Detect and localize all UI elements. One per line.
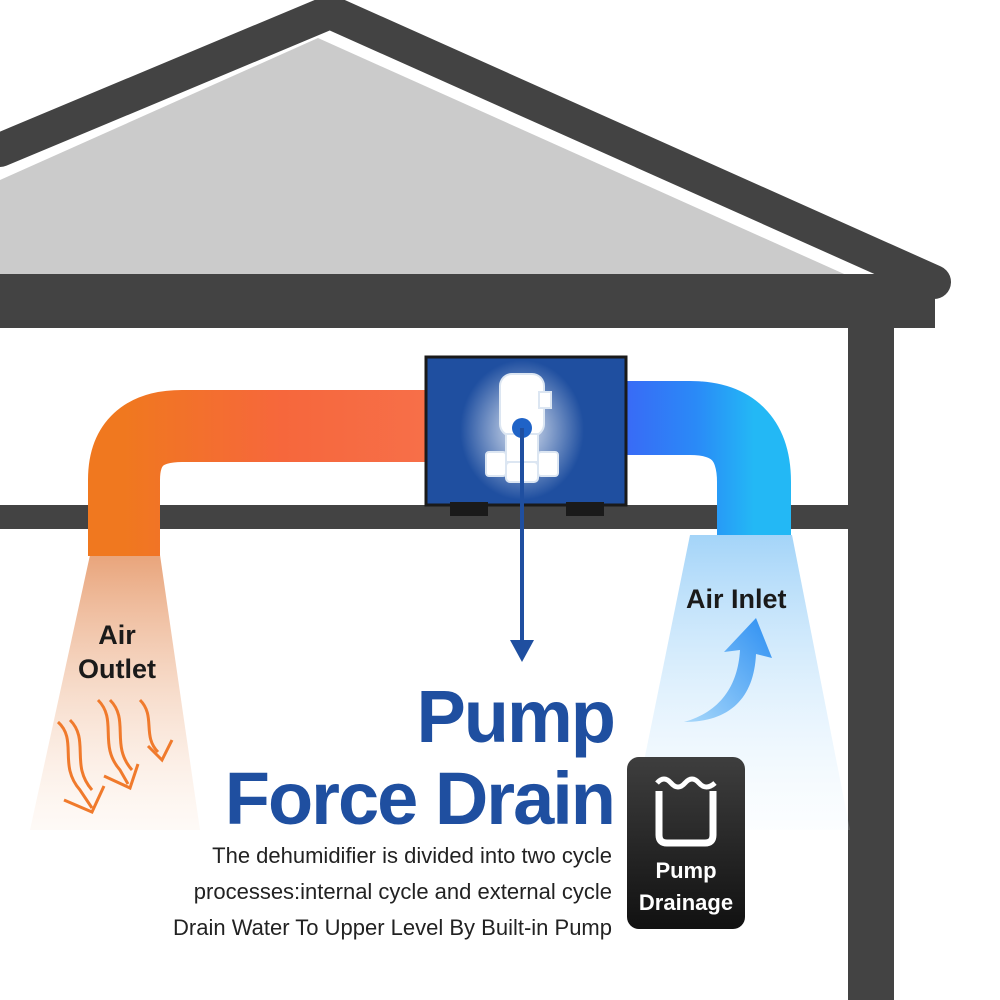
arrow-down-icon	[510, 428, 534, 662]
curved-arrow-up-icon	[684, 618, 772, 722]
headline-line1: Pump	[416, 675, 616, 758]
description-line1: The dehumidifier is divided into two cyc…	[212, 843, 612, 868]
badge-label-line1: Pump	[655, 858, 717, 883]
description-line2: processes:internal cycle and external cy…	[193, 879, 612, 904]
roof-attic-fill	[0, 38, 862, 282]
badge-label: Pump Drainage	[627, 855, 745, 919]
warm-duct	[88, 390, 440, 556]
description-line3: Drain Water To Upper Level By Built-in P…	[173, 915, 612, 940]
wavy-arrows-icon	[56, 698, 174, 814]
air-outlet-label-line2: Outlet	[78, 654, 156, 684]
headline-line2: Force Drain	[224, 757, 616, 840]
pump-drainage-badge: Pump Drainage	[627, 757, 745, 929]
roof-line	[0, 0, 951, 299]
unit-foot-left	[450, 502, 488, 516]
badge-label-line2: Drainage	[638, 890, 734, 915]
water-tank-icon	[655, 776, 717, 847]
air-outlet-beam	[30, 555, 200, 830]
unit-foot-right	[566, 502, 604, 516]
air-inlet-label: Air Inlet	[686, 584, 787, 614]
wall-right	[848, 274, 894, 1000]
air-outlet-label-line1: Air	[98, 620, 136, 650]
air-outlet-label: Air Outlet	[62, 618, 172, 686]
cold-duct	[610, 381, 791, 535]
ceiling-beam	[0, 274, 935, 328]
